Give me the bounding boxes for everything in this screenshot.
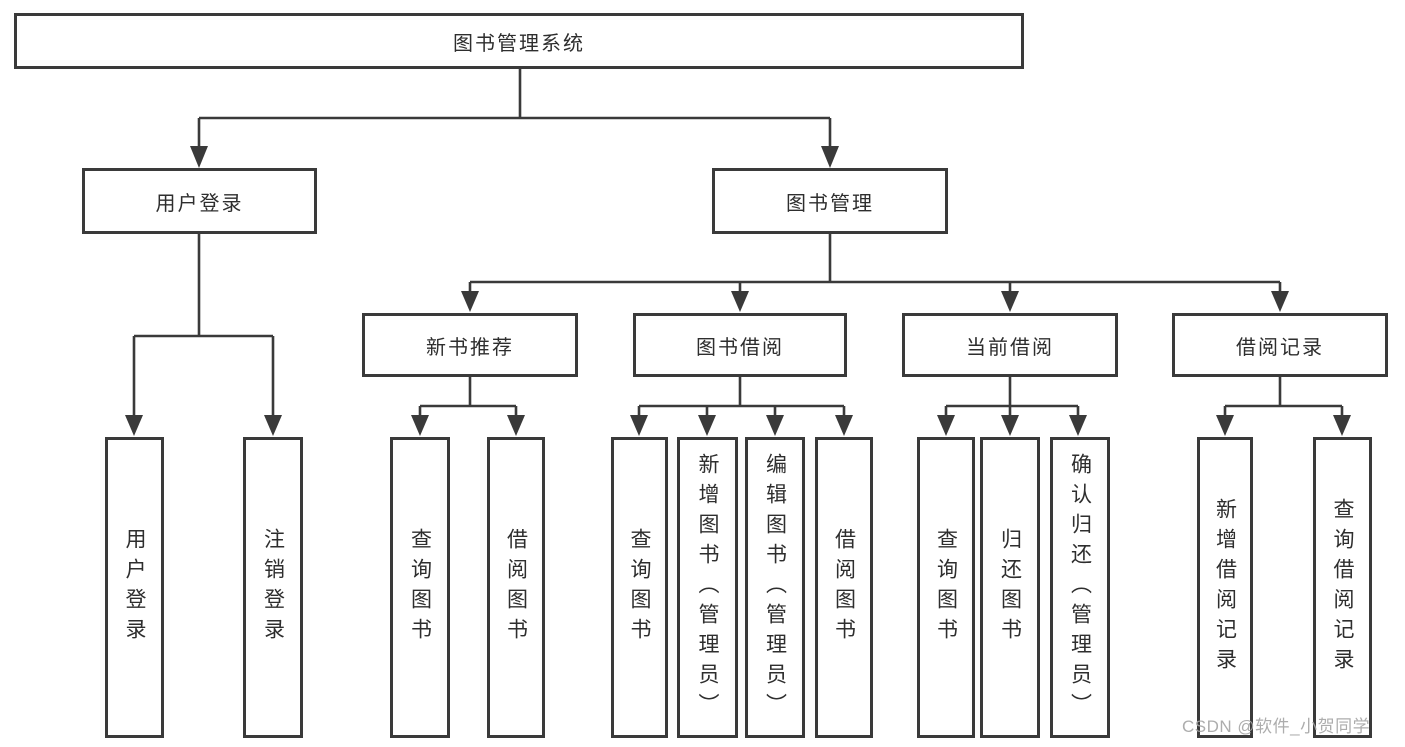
leaf-add-borrow-record: 新增借阅记录 <box>1197 437 1253 738</box>
node-user-login: 用户登录 <box>82 168 317 234</box>
node-borrowing-records: 借阅记录 <box>1172 313 1388 377</box>
watermark: CSDN @软件_小贺同学 <box>1182 717 1371 736</box>
leaf-query-books-current: 查询图书 <box>917 437 975 738</box>
leaf-edit-books-admin: 编辑图书（管理员） <box>745 437 805 738</box>
leaf-logout: 注销登录 <box>243 437 303 738</box>
leaf-query-books-borrow: 查询图书 <box>611 437 668 738</box>
leaf-add-books-admin: 新增图书（管理员） <box>677 437 738 738</box>
arrowheads <box>125 146 1351 436</box>
node-current-borrowing: 当前借阅 <box>902 313 1118 377</box>
leaf-user-login: 用户登录 <box>105 437 164 738</box>
leaf-query-borrow-record: 查询借阅记录 <box>1313 437 1372 738</box>
leaf-confirm-return-admin: 确认归还（管理员） <box>1050 437 1110 738</box>
node-new-book-recommend: 新书推荐 <box>362 313 578 377</box>
node-library-system: 图书管理系统 <box>14 13 1024 69</box>
leaf-return-books: 归还图书 <box>980 437 1040 738</box>
node-book-borrowing: 图书借阅 <box>633 313 847 377</box>
leaf-query-books-recommend: 查询图书 <box>390 437 450 738</box>
leaf-borrow-books: 借阅图书 <box>815 437 873 738</box>
node-book-management: 图书管理 <box>712 168 948 234</box>
leaf-borrow-books-recommend: 借阅图书 <box>487 437 545 738</box>
